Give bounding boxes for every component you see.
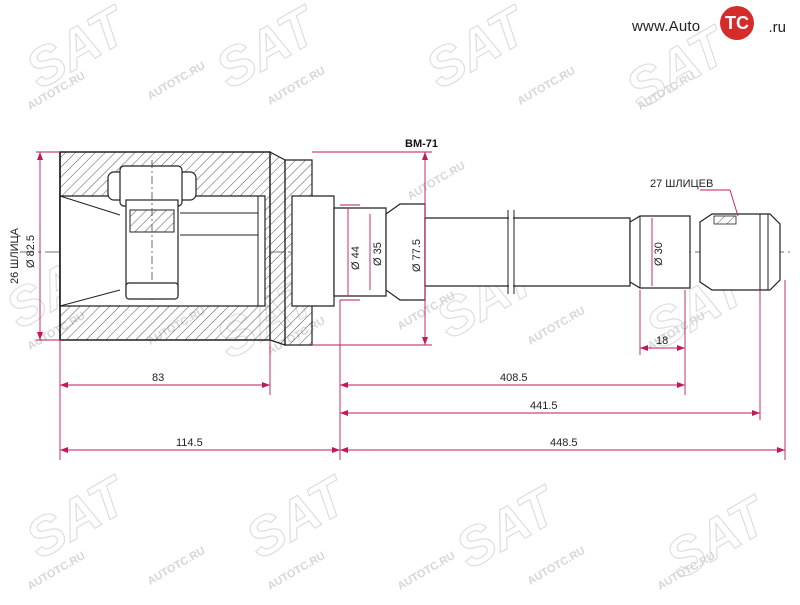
housing-depth-label: 83 [152,372,164,384]
part-number-label: BM-71 [405,138,438,150]
spline-length-label: 18 [656,335,668,347]
overall-total-label: 448.5 [550,437,578,449]
shaft-length-label: 408.5 [500,372,528,384]
svg-text:AUTOTC.RU: AUTOTC.RU [526,545,588,588]
svg-text:AUTOTC.RU: AUTOTC.RU [516,65,578,108]
brand-logo: www.Auto TC .ru [632,6,792,46]
boot-seat-diameter-label: Ø 44 [350,246,362,270]
brand-suffix: .ru [768,19,786,36]
flange-diameter-label: Ø 77.5 [411,239,423,272]
shaft-end-diameter-label: Ø 30 [653,242,665,266]
outer-spline-count: 27 ШЛИЦЕВ [650,178,713,190]
tripod-spider [107,160,197,300]
inner-spline-count: 26 ШЛИЦА [9,227,21,284]
dimension-arrows [37,152,785,453]
boot-collar [291,195,426,307]
dimension-lines [36,151,786,460]
svg-text:AUTOTC.RU: AUTOTC.RU [406,160,468,203]
svg-text:AUTOTC.RU: AUTOTC.RU [526,305,588,348]
svg-text:SAT: SAT [236,464,360,570]
brand-prefix: www.Auto [632,18,701,35]
brand-badge: TC [720,6,754,40]
overall-housing-label: 114.5 [176,437,203,449]
svg-text:SAT: SAT [206,0,330,100]
drive-shaft [424,210,691,294]
svg-text:AUTOTC.RU: AUTOTC.RU [146,545,208,588]
svg-text:AUTOTC.RU: AUTOTC.RU [396,550,458,593]
svg-text:AUTOTC.RU: AUTOTC.RU [146,60,208,103]
neck-diameter-label: Ø 35 [372,242,384,266]
length-to-flange-label: 441.5 [530,400,558,412]
svg-text:SAT: SAT [416,0,540,100]
spline-end [699,213,781,291]
housing-diameter-label: Ø 82.5 [25,235,37,268]
